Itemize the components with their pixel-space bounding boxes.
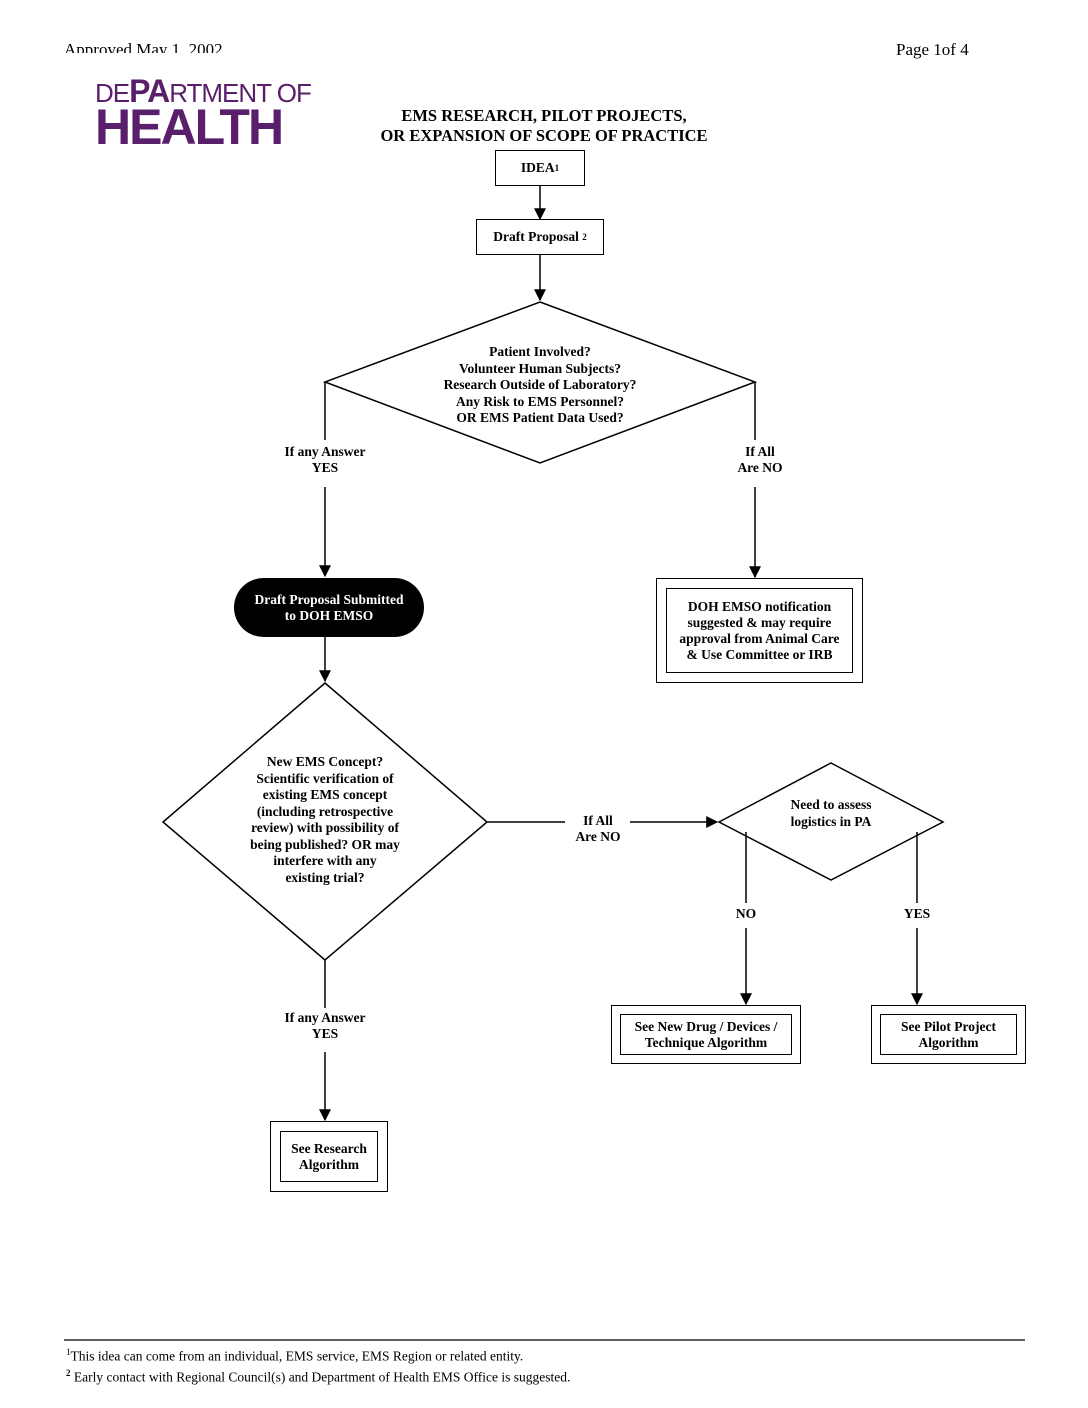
logo-health: HEALTH [95,99,284,155]
draft-footnote-ref: 2 [582,232,587,242]
doh-notification-text: DOH EMSO notification suggested & may re… [666,588,853,673]
label-no-1: If All Are NO [715,444,805,476]
logo-de: DE [95,78,130,108]
footnote-1-number: 1 [66,1347,71,1357]
decision-1-text: Patient Involved? Volunteer Human Subjec… [443,344,637,425]
label-yes-2: If any Answer YES [284,1010,366,1041]
draft-proposal-label: Draft Proposal [493,229,583,244]
footnote-2-text: Early contact with Regional Council(s) a… [73,1369,571,1384]
new-drug-algorithm-text: See New Drug / Devices / Technique Algor… [620,1014,792,1055]
label-yes-3: YES [903,906,931,921]
label-no-2: If All Are NO [575,813,621,844]
idea-footnote-ref: 1 [554,163,560,173]
logo-rtment: RTMENT OF [169,78,312,108]
department-of-health-logo: DEPARTMENT OF HEALTH [95,73,312,156]
label-no-3: NO [735,906,757,921]
decision-diamond-1 [322,301,758,464]
draft-submitted-terminal: Draft Proposal Submitted to DOH EMSO [234,578,424,637]
doh-notification-box: DOH EMSO notification suggested & may re… [656,578,863,683]
page-number: Page 1of 4 [896,40,969,59]
decision-2-text: New EMS Concept? Scientific verification… [250,754,400,885]
idea-label: IDEA [520,160,555,175]
pilot-project-algorithm-text: See Pilot Project Algorithm [880,1014,1017,1055]
decision-diamond-3 [717,762,945,881]
approval-date: Approved May 1, 2002 [64,40,223,53]
new-drug-algorithm-box: See New Drug / Devices / Technique Algor… [611,1005,801,1064]
label-yes-1: If any Answer YES [260,444,390,476]
footnote-2: 2 Early contact with Regional Council(s)… [66,1365,1026,1386]
logo-pa: PA [129,73,170,109]
footnote-1: 1This idea can come from an individual, … [66,1344,1026,1365]
research-algorithm-box: See Research Algorithm [270,1121,388,1192]
page-title: EMS RESEARCH, PILOT PROJECTS, OR EXPANSI… [330,106,758,146]
title-line-1: EMS RESEARCH, PILOT PROJECTS, [401,106,687,125]
title-line-2: OR EXPANSION OF SCOPE OF PRACTICE [380,126,708,145]
decision-3-text: Need to assess logistics in PA [756,797,906,830]
decision-3-label: Need to assess logistics in PA [790,797,872,829]
footnote-1-text: This idea can come from an individual, E… [70,1348,524,1364]
pilot-project-algorithm-box: See Pilot Project Algorithm [871,1005,1026,1064]
draft-proposal-box: Draft Proposal 2 [476,219,604,255]
research-algorithm-text: See Research Algorithm [280,1131,378,1182]
footnote-2-number: 2 [66,1367,71,1378]
footnotes: 1This idea can come from an individual, … [66,1344,1026,1385]
